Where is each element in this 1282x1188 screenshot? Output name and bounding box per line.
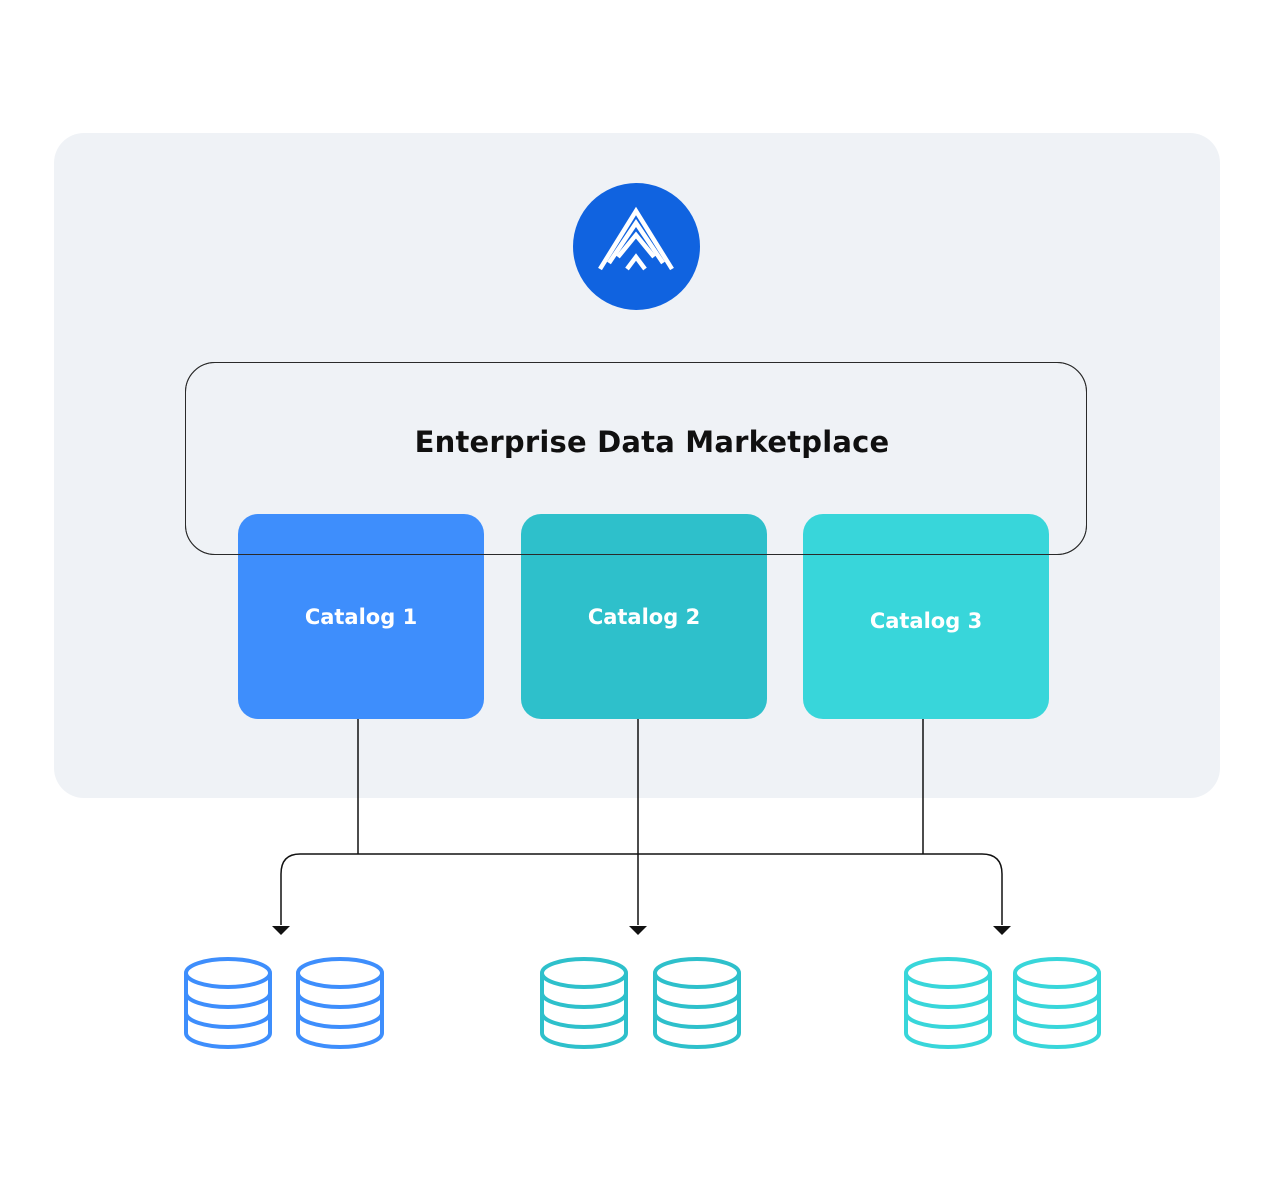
- catalog-1-label: Catalog 1: [304, 604, 418, 629]
- marketplace-title: Enterprise Data Marketplace: [414, 425, 890, 459]
- database-icon: [540, 957, 628, 1049]
- catalog-2-label: Catalog 2: [587, 604, 701, 629]
- catalog-3-label: Catalog 3: [869, 608, 983, 633]
- database-icon: [653, 957, 741, 1049]
- catalog-2-card[interactable]: Catalog 2: [521, 514, 767, 719]
- arrow-head-center: [629, 926, 647, 935]
- catalog-3-card[interactable]: Catalog 3: [803, 514, 1049, 719]
- database-icon: [1013, 957, 1101, 1049]
- database-icon: [184, 957, 272, 1049]
- catalog-1-card[interactable]: Catalog 1: [238, 514, 484, 719]
- database-icon: [904, 957, 992, 1049]
- arrow-head-left: [272, 926, 290, 935]
- brand-logo-icon: [573, 183, 700, 310]
- database-icon: [296, 957, 384, 1049]
- arrow-head-right: [993, 926, 1011, 935]
